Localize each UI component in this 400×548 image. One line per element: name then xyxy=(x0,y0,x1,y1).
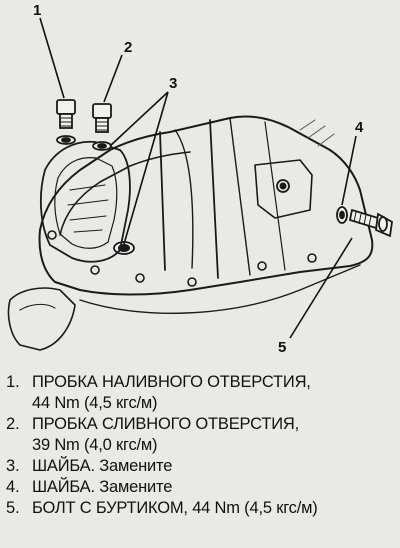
legend-item: 2. ПРОБКА СЛИВНОГО ОТВЕРСТИЯ, 39 Nm (4,0… xyxy=(6,414,396,456)
legend-text: ШАЙБА. Замените xyxy=(32,478,173,496)
parts-legend: 1. ПРОБКА НАЛИВНОГО ОТВЕРСТИЯ, 44 Nm (4,… xyxy=(6,372,396,519)
legend-text: БОЛТ С БУРТИКОМ, 44 Nm (4,5 кгс/м) xyxy=(32,499,318,517)
legend-number: 3. xyxy=(6,457,20,475)
leader-lines xyxy=(39,17,357,339)
legend-text: ШАЙБА. Замените xyxy=(32,457,173,475)
callout-3: 3 xyxy=(169,75,178,92)
callout-4: 4 xyxy=(355,119,364,136)
legend-item: 3. ШАЙБА. Замените xyxy=(6,456,396,477)
transmission-drawing: 1 2 3 4 5 xyxy=(7,2,393,356)
legend-torque: 44 Nm (4,5 кгс/м) xyxy=(32,394,158,412)
legend-item: 5. БОЛТ С БУРТИКОМ, 44 Nm (4,5 кгс/м) xyxy=(6,498,396,519)
legend-number: 1. xyxy=(6,373,20,391)
legend-number: 2. xyxy=(6,415,20,433)
legend-torque: 39 Nm (4,0 кгс/м) xyxy=(32,436,158,454)
legend-text: ПРОБКА СЛИВНОГО ОТВЕРСТИЯ, xyxy=(32,415,299,433)
legend-text: ПРОБКА НАЛИВНОГО ОТВЕРСТИЯ, xyxy=(32,373,311,391)
callout-5: 5 xyxy=(278,339,287,356)
drain-plug-icon xyxy=(92,103,112,151)
legend-number: 5. xyxy=(6,499,20,517)
flange-bolt-icon xyxy=(336,206,393,238)
transmission-housing-illustration xyxy=(7,17,393,351)
filler-plug-icon xyxy=(56,99,76,145)
legend-number: 4. xyxy=(6,478,20,496)
callout-2: 2 xyxy=(124,39,133,56)
callout-1: 1 xyxy=(33,2,42,19)
legend-item: 4. ШАЙБА. Замените xyxy=(6,477,396,498)
legend-item: 1. ПРОБКА НАЛИВНОГО ОТВЕРСТИЯ, 44 Nm (4,… xyxy=(6,372,396,414)
